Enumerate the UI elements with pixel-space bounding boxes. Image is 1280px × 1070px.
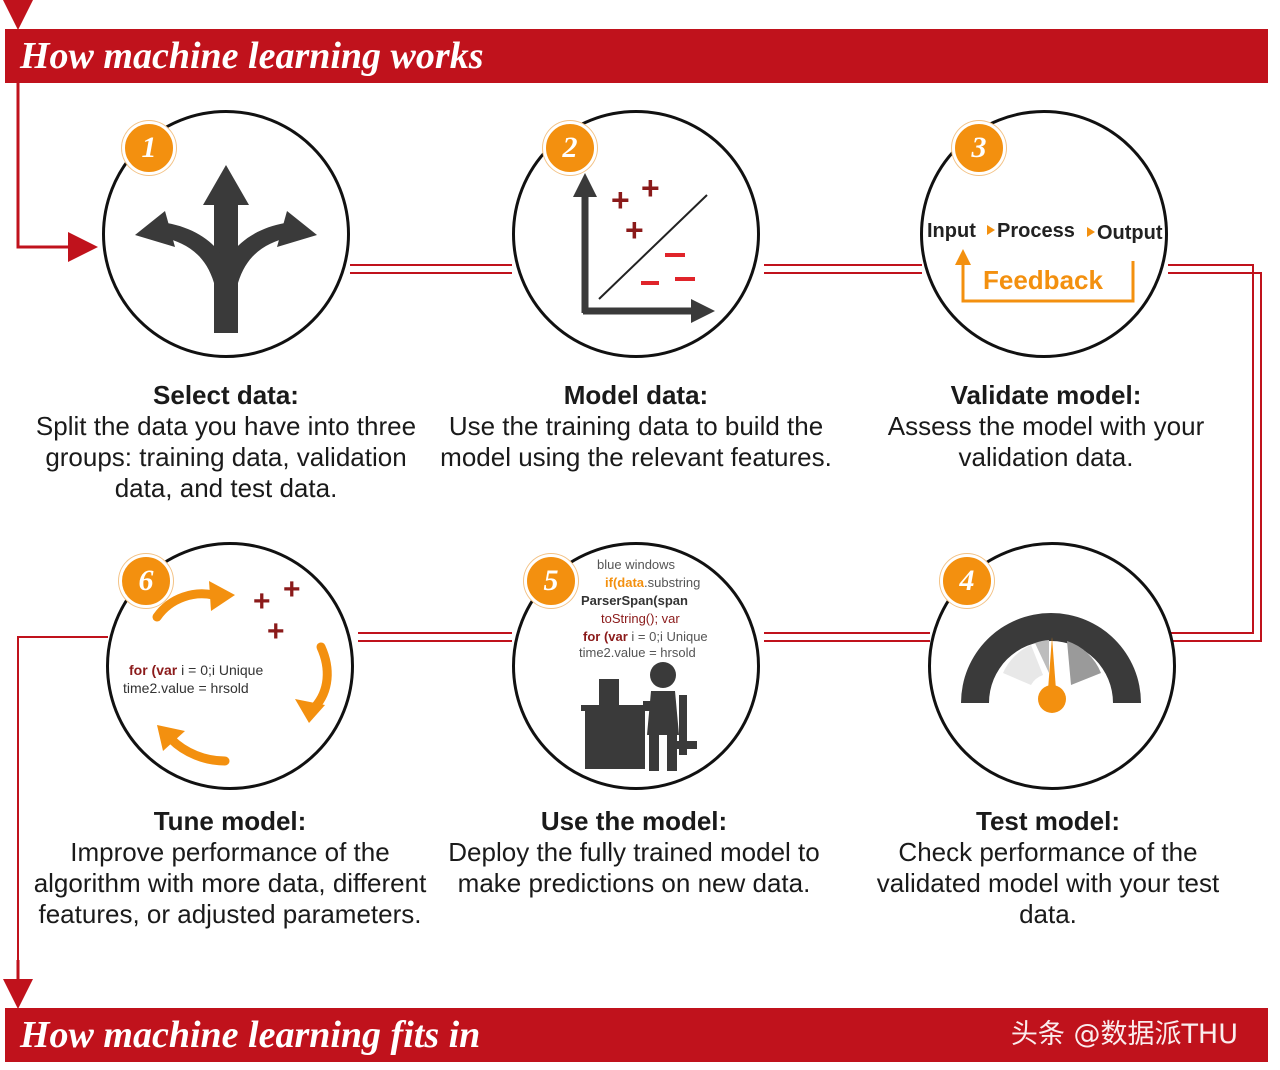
- step-1-text: Select data: Split the data you have int…: [26, 380, 426, 504]
- split-arrows-icon: [135, 165, 317, 333]
- svg-text:+: +: [283, 573, 301, 606]
- bottom-row-connector: [17, 632, 930, 1000]
- scatter-plot-icon: + + +: [573, 170, 715, 323]
- left-loop-line: [16, 82, 98, 262]
- svg-text:+: +: [267, 615, 285, 648]
- step-4-title: Test model:: [976, 806, 1120, 836]
- step-3-badge: 3: [952, 121, 1006, 175]
- svg-text:+: +: [641, 170, 660, 206]
- graphic-output-label: Output: [1097, 222, 1163, 244]
- step-3-title: Validate model:: [950, 380, 1142, 410]
- step-1-circle: [102, 110, 350, 358]
- step-6-title: Tune model:: [153, 806, 307, 836]
- step-5-code-line-6: time2.value = hrsold: [579, 645, 696, 660]
- graphic-feedback-label: Feedback: [983, 265, 1103, 295]
- step-3-text: Validate model: Assess the model with yo…: [846, 380, 1246, 473]
- step-5-description: Deploy the fully trained model to make p…: [448, 837, 820, 898]
- step-2-description: Use the training data to build the model…: [440, 411, 832, 472]
- footer-title: How machine learning fits in: [20, 1014, 481, 1056]
- step-2-title: Model data:: [563, 380, 709, 410]
- step-4-badge: 4: [940, 554, 994, 608]
- step-1-badge: 1: [122, 121, 176, 175]
- svg-text:+: +: [611, 182, 630, 218]
- step-6-code-line-2: time2.value = hrsold: [123, 680, 249, 696]
- step-4-description: Check performance of the validated model…: [876, 837, 1220, 929]
- step-2-badge: 2: [543, 121, 597, 175]
- step-5-text: Use the model: Deploy the fully trained …: [434, 806, 834, 899]
- step-5-code-line-5: for (var i = 0;i Unique: [583, 629, 708, 644]
- step-1-description: Split the data you have into three group…: [35, 411, 417, 503]
- svg-text:+: +: [625, 212, 644, 248]
- graphic-process-label: Process: [997, 220, 1075, 242]
- step-6-description: Improve performance of the algorithm wit…: [33, 837, 427, 929]
- gauge-icon: [961, 613, 1141, 713]
- step-5-code-line-4: toString(); var: [601, 611, 680, 626]
- step-5-code-line-2: if(data.substring: [605, 575, 700, 590]
- step-5-badge: 5: [524, 554, 578, 608]
- step-5-code-line-1: blue windows: [597, 557, 676, 572]
- person-at-computer-icon: blue windows if(data.substring ParserSpa…: [579, 557, 708, 771]
- feedback-loop-icon: Input Process Output Feedback: [927, 220, 1163, 303]
- svg-text:+: +: [253, 585, 271, 618]
- step-1-title: Select data:: [153, 380, 299, 410]
- header-banner: How machine learning works: [5, 29, 1268, 83]
- header-title: How machine learning works: [20, 35, 484, 77]
- top-row-connector: [350, 264, 1262, 642]
- cycle-arrows-icon: + + + for (var i = 0;i Unique time2.valu…: [123, 573, 332, 766]
- step-5-title: Use the model:: [540, 806, 728, 836]
- step-6-badge: 6: [119, 554, 173, 608]
- footer-banner: How machine learning fits in 头条 @数据派THU: [5, 1008, 1268, 1062]
- step-3-description: Assess the model with your validation da…: [887, 411, 1205, 472]
- step-6-text: Tune model: Improve performance of the a…: [30, 806, 430, 930]
- step-6-code-line-1: for (var i = 0;i Unique: [129, 662, 263, 678]
- graphic-input-label: Input: [927, 220, 976, 242]
- watermark-text: 头条 @数据派THU: [1010, 1019, 1238, 1050]
- step-4-text: Test model: Check performance of the val…: [848, 806, 1248, 930]
- step-2-text: Model data: Use the training data to bui…: [436, 380, 836, 473]
- step-5-code-line-3: ParserSpan(span: [581, 593, 688, 608]
